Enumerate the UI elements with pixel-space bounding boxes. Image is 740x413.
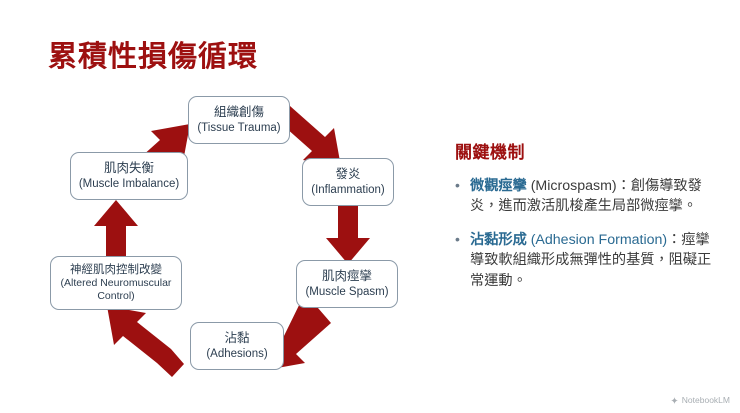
node-muscle-imbalance: 肌肉失衡 (Muscle Imbalance) (70, 152, 188, 200)
node-label-en: (Inflammation) (311, 183, 385, 196)
bullet-term-zh: 沾黏形成 (470, 232, 527, 249)
bullet-text: 微觀痙攣 (Microspasm)：創傷導致發炎，進而激活肌梭產生局部微痙攣。 (470, 176, 717, 216)
node-tissue-trauma: 組織創傷 (Tissue Trauma) (188, 96, 290, 144)
node-label-en: (Tissue Trauma) (197, 121, 281, 134)
node-label-zh: 肌肉失衡 (103, 161, 154, 176)
bullet-marker-icon: • (455, 177, 460, 193)
node-label-en: (Muscle Imbalance) (78, 177, 180, 190)
cumulative-injury-cycle-diagram: .arw { fill: #9d1010; } (0, 72, 440, 392)
node-altered-neuromuscular-control: 神經肌肉控制改變 (Altered Neuromuscular Control) (50, 256, 182, 310)
bullet-term-en: (Adhesion Formation) (526, 232, 668, 249)
list-item: • 微觀痙攣 (Microspasm)：創傷導致發炎，進而激活肌梭產生局部微痙攣… (455, 176, 717, 216)
node-label-zh: 肌肉痙攣 (321, 269, 372, 284)
node-label-en: (Adhesions) (206, 347, 268, 360)
bullet-body: 痙攣導致軟組織形成無彈性的基質，阻礙正常運動。 (470, 232, 712, 289)
bullet-text: 沾黏形成 (Adhesion Formation)：痙攣導致軟組織形成無彈性的基… (470, 230, 717, 290)
node-label-zh: 組織創傷 (213, 105, 264, 120)
notebooklm-watermark: NotebookLM (670, 395, 730, 405)
node-label-zh: 沾黏 (224, 331, 250, 346)
bullet-separator: ： (616, 178, 631, 194)
arrow-inflammation-to-spasm (326, 206, 370, 264)
arrow-adhesions-to-control (107, 306, 184, 377)
node-label-en: (Muscle Spasm) (305, 285, 389, 298)
node-label-zh: 發炎 (335, 167, 361, 182)
node-label-zh: 神經肌肉控制改變 (70, 264, 162, 277)
node-label-en: (Altered Neuromuscular Control) (60, 277, 172, 302)
node-muscle-spasm: 肌肉痙攣 (Muscle Spasm) (296, 260, 398, 308)
node-inflammation: 發炎 (Inflammation) (302, 158, 394, 206)
bullet-body: 創傷導致發炎，進而激活肌梭產生局部微痙攣。 (470, 178, 702, 215)
bullet-term-en: (Microspasm) (526, 178, 617, 194)
notebooklm-icon (670, 396, 679, 404)
page-title: 累積性損傷循環 (48, 41, 259, 73)
list-item: • 沾黏形成 (Adhesion Formation)：痙攣導致軟組織形成無彈性… (455, 230, 717, 290)
bullet-separator: ： (667, 232, 682, 249)
node-adhesions: 沾黏 (Adhesions) (190, 322, 284, 370)
arrow-control-to-imbalance (94, 200, 138, 256)
key-mechanisms-panel: 關鍵機制 • 微觀痙攣 (Microspasm)：創傷導致發炎，進而激活肌梭產生… (455, 138, 717, 305)
arrow-trauma-to-inflammation (277, 106, 341, 167)
bullet-marker-icon: • (455, 231, 460, 248)
bullet-term-zh: 微觀痙攣 (470, 178, 527, 194)
watermark-label: NotebookLM (681, 395, 730, 405)
panel-heading: 關鍵機制 (455, 143, 525, 162)
